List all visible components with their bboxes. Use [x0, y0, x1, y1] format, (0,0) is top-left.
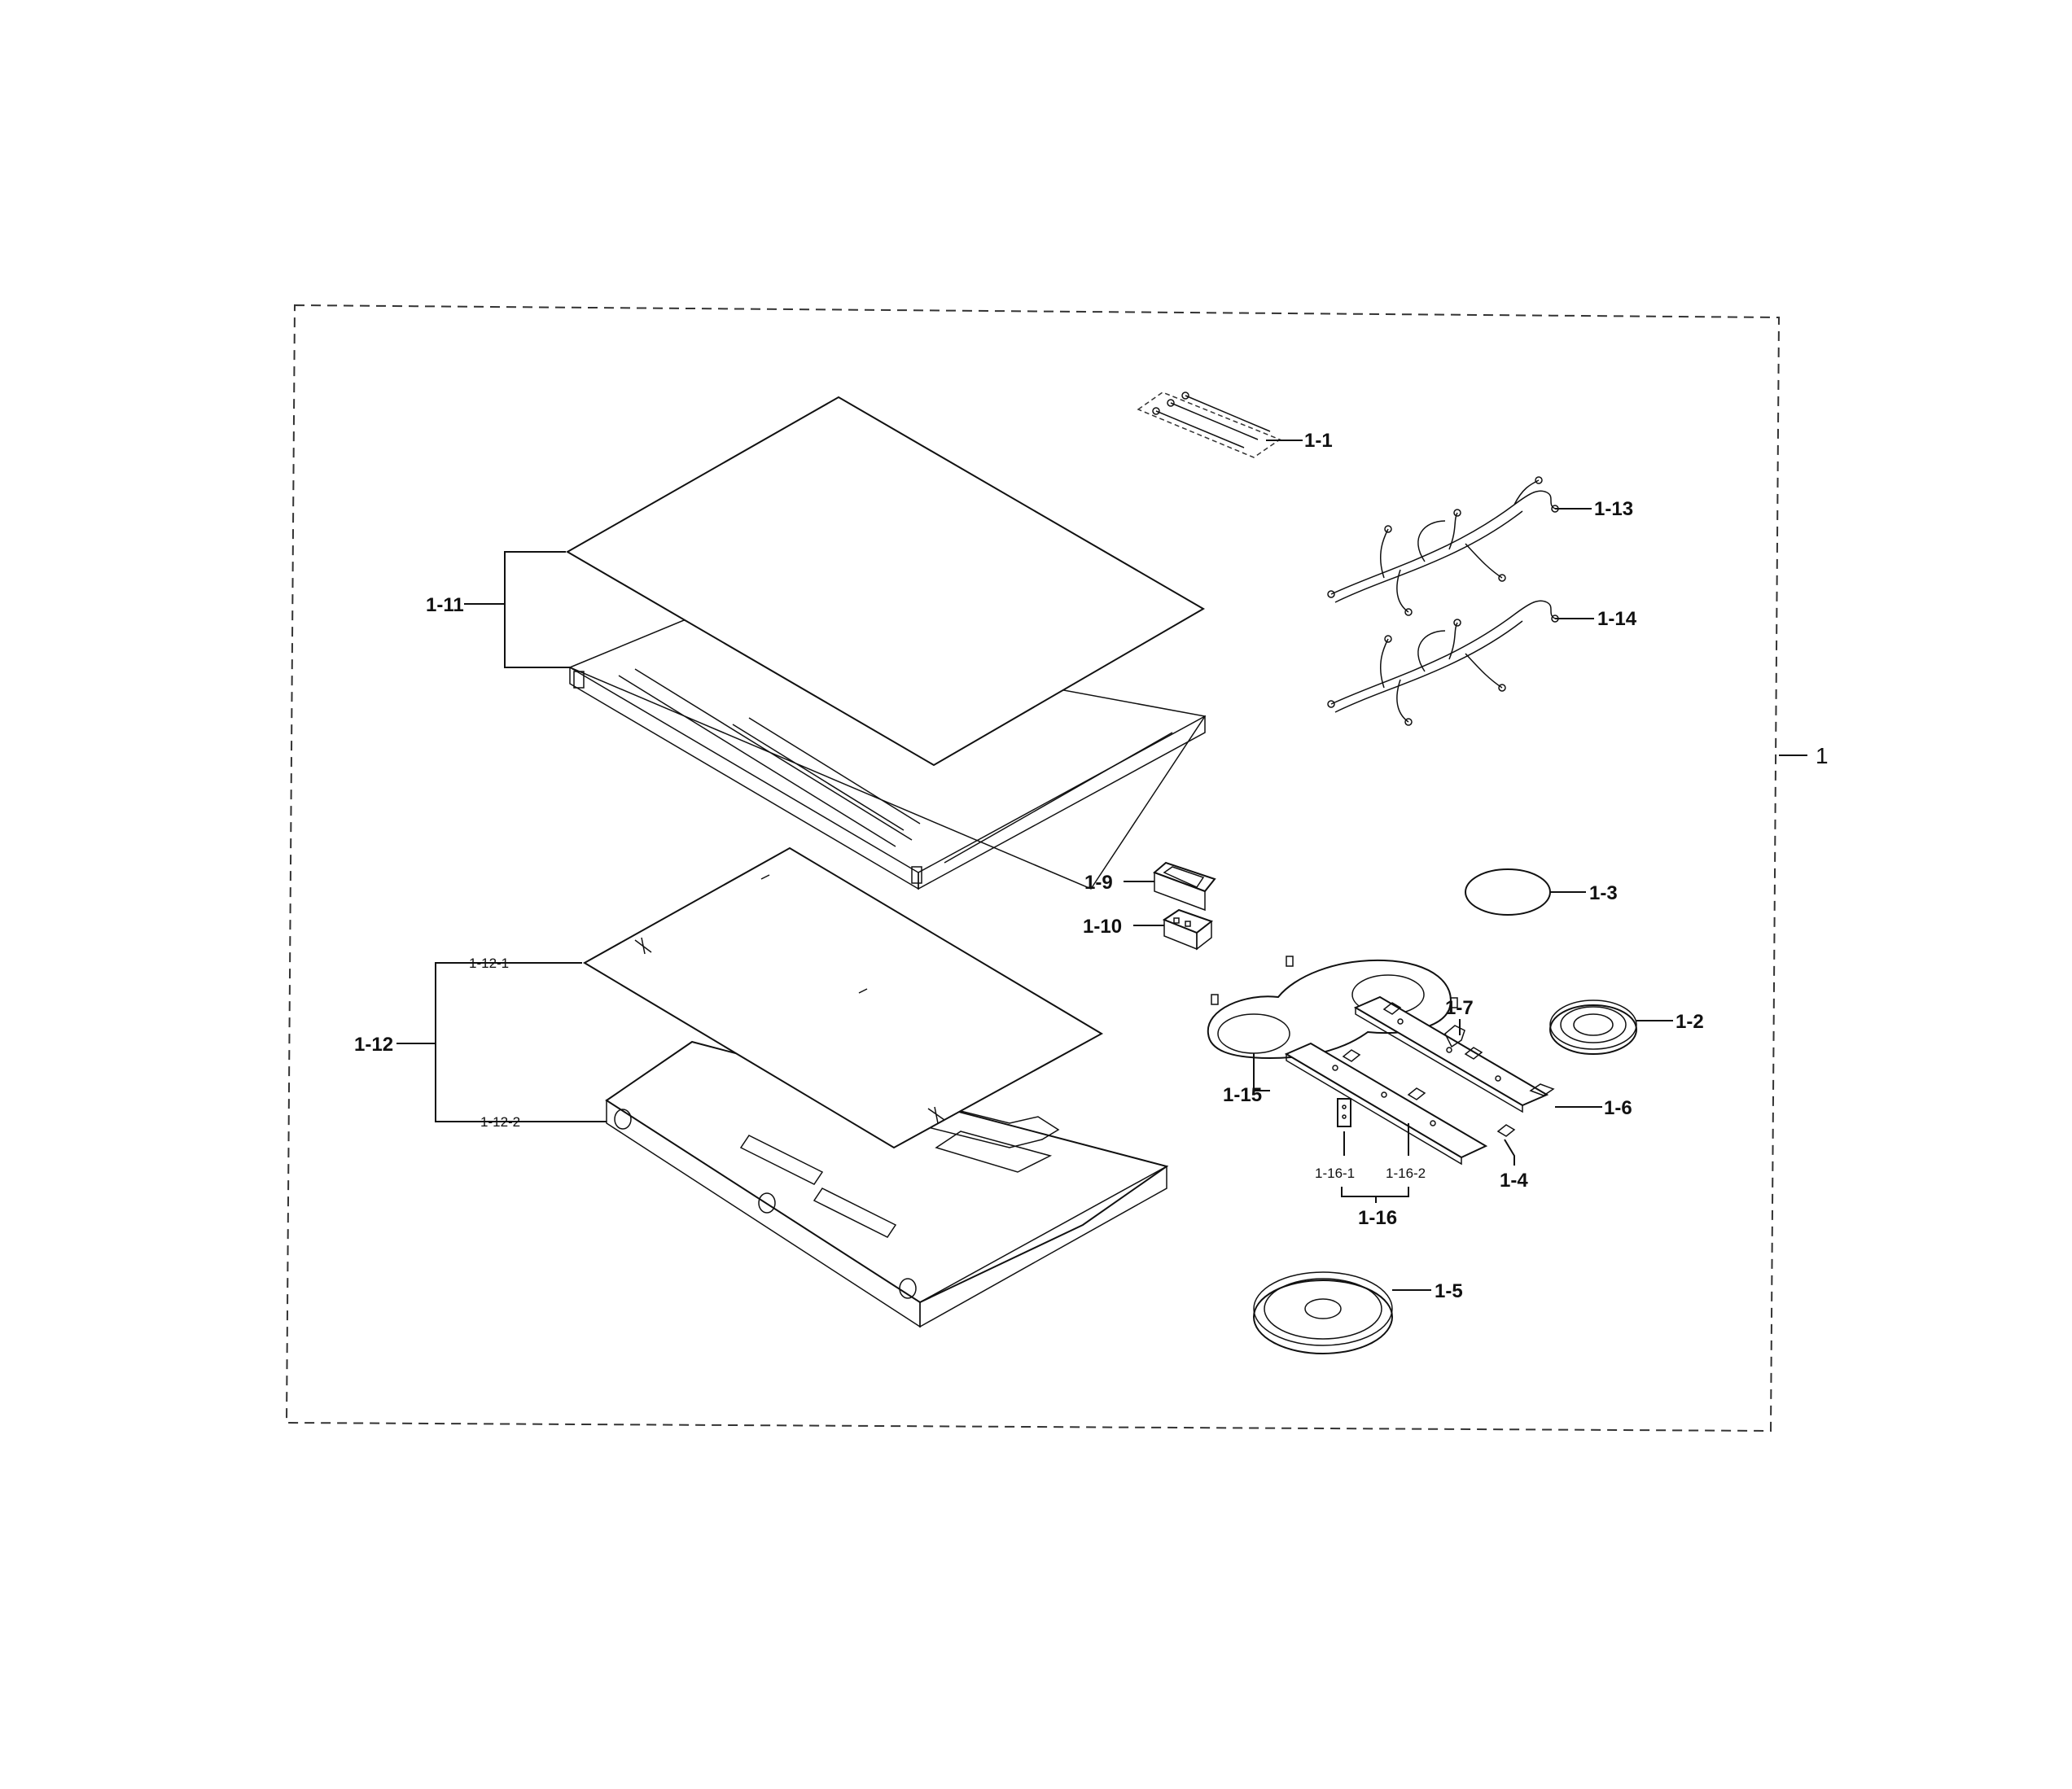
part-1-6-mounting-rail[interactable] [1353, 995, 1555, 1113]
part-1-3-disc[interactable] [1465, 868, 1551, 916]
label-1-1: 1-1 [1304, 430, 1333, 452]
part-1-2-small-burner-coil[interactable] [1549, 999, 1637, 1055]
leader-line-1-4 [1504, 1139, 1515, 1166]
label-1-12: 1-12 [354, 1034, 393, 1056]
label-1-15: 1-15 [1223, 1084, 1262, 1106]
part-1-16-sensor[interactable] [1337, 1098, 1351, 1127]
part-1-4-mounting-rail[interactable] [1284, 1042, 1516, 1166]
part-1-5-large-burner-coil[interactable] [1253, 1271, 1393, 1354]
part-1-12-2-base-tray[interactable] [605, 1040, 1169, 1328]
label-1-11: 1-11 [426, 594, 464, 616]
label-1-12-2: 1-12-2 [480, 1114, 520, 1130]
label-1-14: 1-14 [1597, 608, 1637, 630]
label-1-16-2: 1-16-2 [1386, 1166, 1426, 1181]
label-1-7: 1-7 [1445, 997, 1474, 1019]
label-1-4: 1-4 [1500, 1170, 1528, 1192]
label-1-6: 1-6 [1604, 1097, 1632, 1119]
part-1-14-wire-harness[interactable] [1327, 600, 1559, 726]
bracket-1-16 [1341, 1187, 1409, 1197]
bracket-1-12 [435, 962, 607, 1122]
bracket-1-11 [504, 551, 570, 668]
label-1-16-1: 1-16-1 [1315, 1166, 1355, 1181]
part-1-10-control-module[interactable] [1162, 908, 1214, 951]
label-1-5: 1-5 [1435, 1280, 1463, 1302]
part-1-9-knob[interactable] [1153, 861, 1216, 912]
part-1-12-1-glass-plate[interactable] [583, 846, 1104, 1149]
part-1-11-glass-top[interactable] [565, 396, 1205, 767]
label-1-3: 1-3 [1589, 882, 1618, 904]
part-1-1-fastener-kit[interactable] [1137, 391, 1281, 458]
part-1-11-cooktop-frame[interactable] [568, 619, 1207, 890]
label-1: 1 [1816, 743, 1829, 768]
part-1-7-clip[interactable] [1444, 1025, 1465, 1048]
part-1-13-wire-harness[interactable] [1327, 476, 1559, 616]
leader-line-1-15 [1253, 1053, 1270, 1091]
part-1-15-burner-holder[interactable] [1207, 956, 1458, 1060]
label-1-10: 1-10 [1083, 916, 1122, 938]
assembly-boundary [285, 304, 1781, 1433]
label-1-13: 1-13 [1594, 498, 1633, 520]
label-1-12-1: 1-12-1 [469, 956, 509, 971]
label-1-2: 1-2 [1676, 1011, 1704, 1033]
label-1-16: 1-16 [1358, 1207, 1397, 1229]
label-1-9: 1-9 [1084, 872, 1113, 894]
